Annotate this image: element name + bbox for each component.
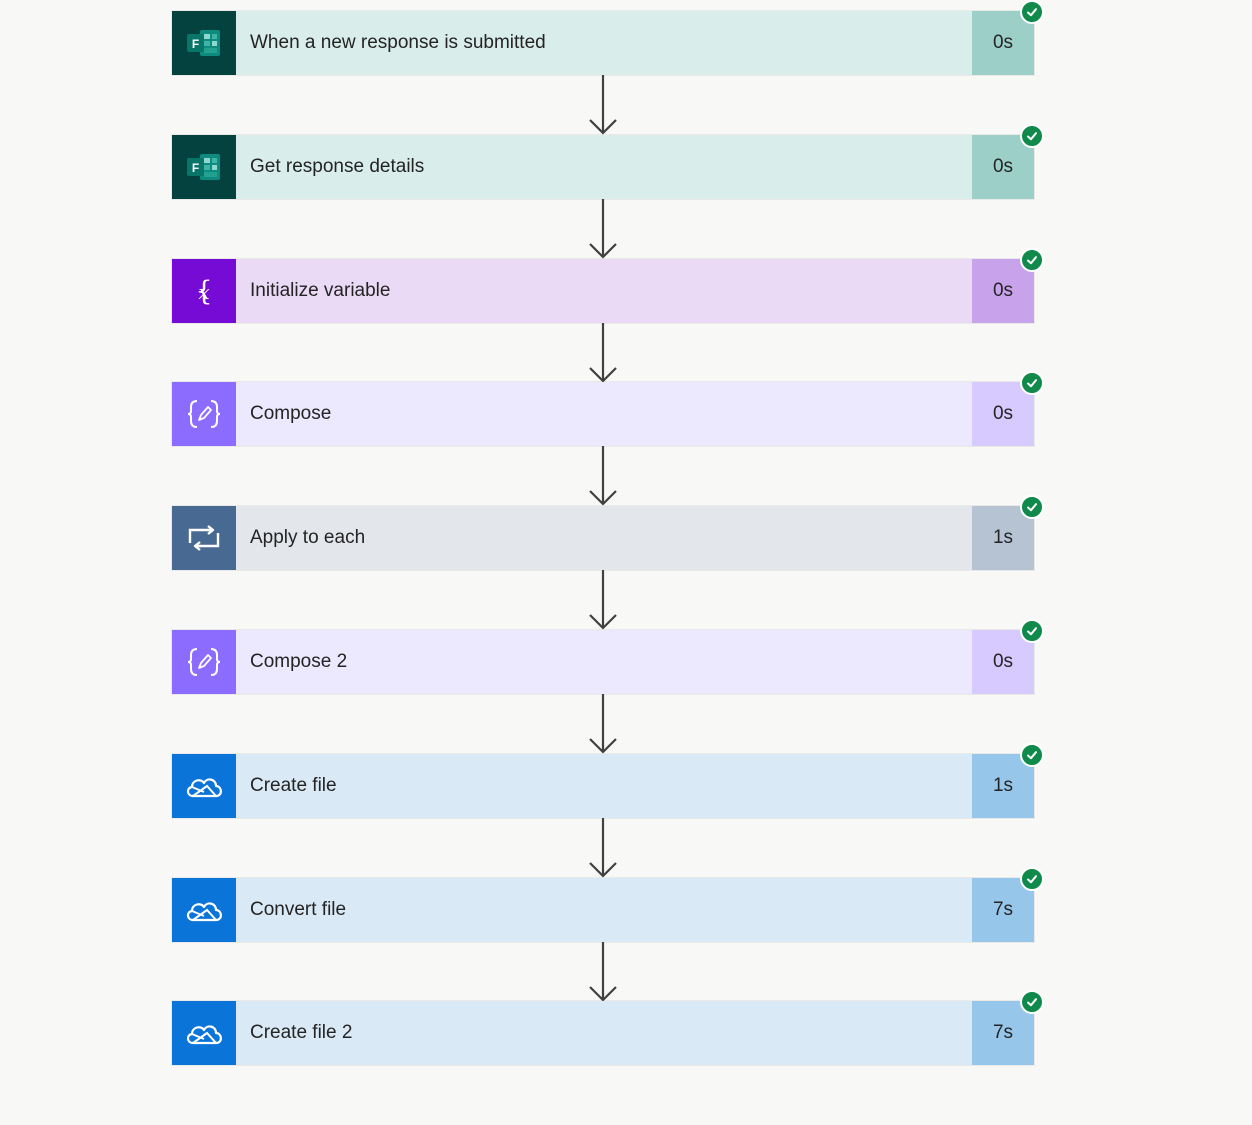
- step-duration: 1s: [972, 506, 1034, 570]
- step-title: Create file 2: [236, 1001, 972, 1065]
- step-duration: 0s: [972, 630, 1034, 694]
- arrow-down-icon: [588, 75, 618, 135]
- arrow-down-icon: [588, 199, 618, 259]
- arrow-down-icon: [588, 694, 618, 754]
- svg-text:F: F: [192, 161, 199, 175]
- step-title: Initialize variable: [236, 259, 972, 323]
- success-check-icon: [1020, 990, 1044, 1014]
- success-check-icon: [1020, 0, 1044, 24]
- success-check-icon: [1020, 619, 1044, 643]
- step-duration: 7s: [972, 1001, 1034, 1065]
- step-title: When a new response is submitted: [236, 11, 972, 75]
- step-duration: 0s: [972, 11, 1034, 75]
- compose-icon: [172, 382, 236, 446]
- svg-text:{: {: [195, 276, 212, 307]
- success-check-icon: [1020, 495, 1044, 519]
- compose-icon: [172, 630, 236, 694]
- success-check-icon: [1020, 743, 1044, 767]
- step-title: Compose 2: [236, 630, 972, 694]
- step-duration: 1s: [972, 754, 1034, 818]
- svg-text:x: x: [198, 280, 209, 304]
- step-title: Convert file: [236, 878, 972, 942]
- forms-icon: F: [172, 11, 236, 75]
- svg-text:F: F: [192, 37, 199, 51]
- forms-icon: F: [172, 135, 236, 199]
- onedrive-icon: [172, 878, 236, 942]
- step-duration: 0s: [972, 382, 1034, 446]
- arrow-down-icon: [588, 446, 618, 506]
- step-title: Compose: [236, 382, 972, 446]
- onedrive-icon: [172, 1001, 236, 1065]
- arrow-down-icon: [588, 570, 618, 630]
- step-duration: 0s: [972, 135, 1034, 199]
- step-title: Get response details: [236, 135, 972, 199]
- success-check-icon: [1020, 371, 1044, 395]
- step-duration: 0s: [972, 259, 1034, 323]
- variable-icon: {x: [172, 259, 236, 323]
- loop-icon: [172, 506, 236, 570]
- success-check-icon: [1020, 248, 1044, 272]
- success-check-icon: [1020, 124, 1044, 148]
- arrow-down-icon: [588, 323, 618, 383]
- success-check-icon: [1020, 867, 1044, 891]
- step-duration: 7s: [972, 878, 1034, 942]
- step-title: Create file: [236, 754, 972, 818]
- step-title: Apply to each: [236, 506, 972, 570]
- arrow-down-icon: [588, 942, 618, 1002]
- onedrive-icon: [172, 754, 236, 818]
- arrow-down-icon: [588, 818, 618, 878]
